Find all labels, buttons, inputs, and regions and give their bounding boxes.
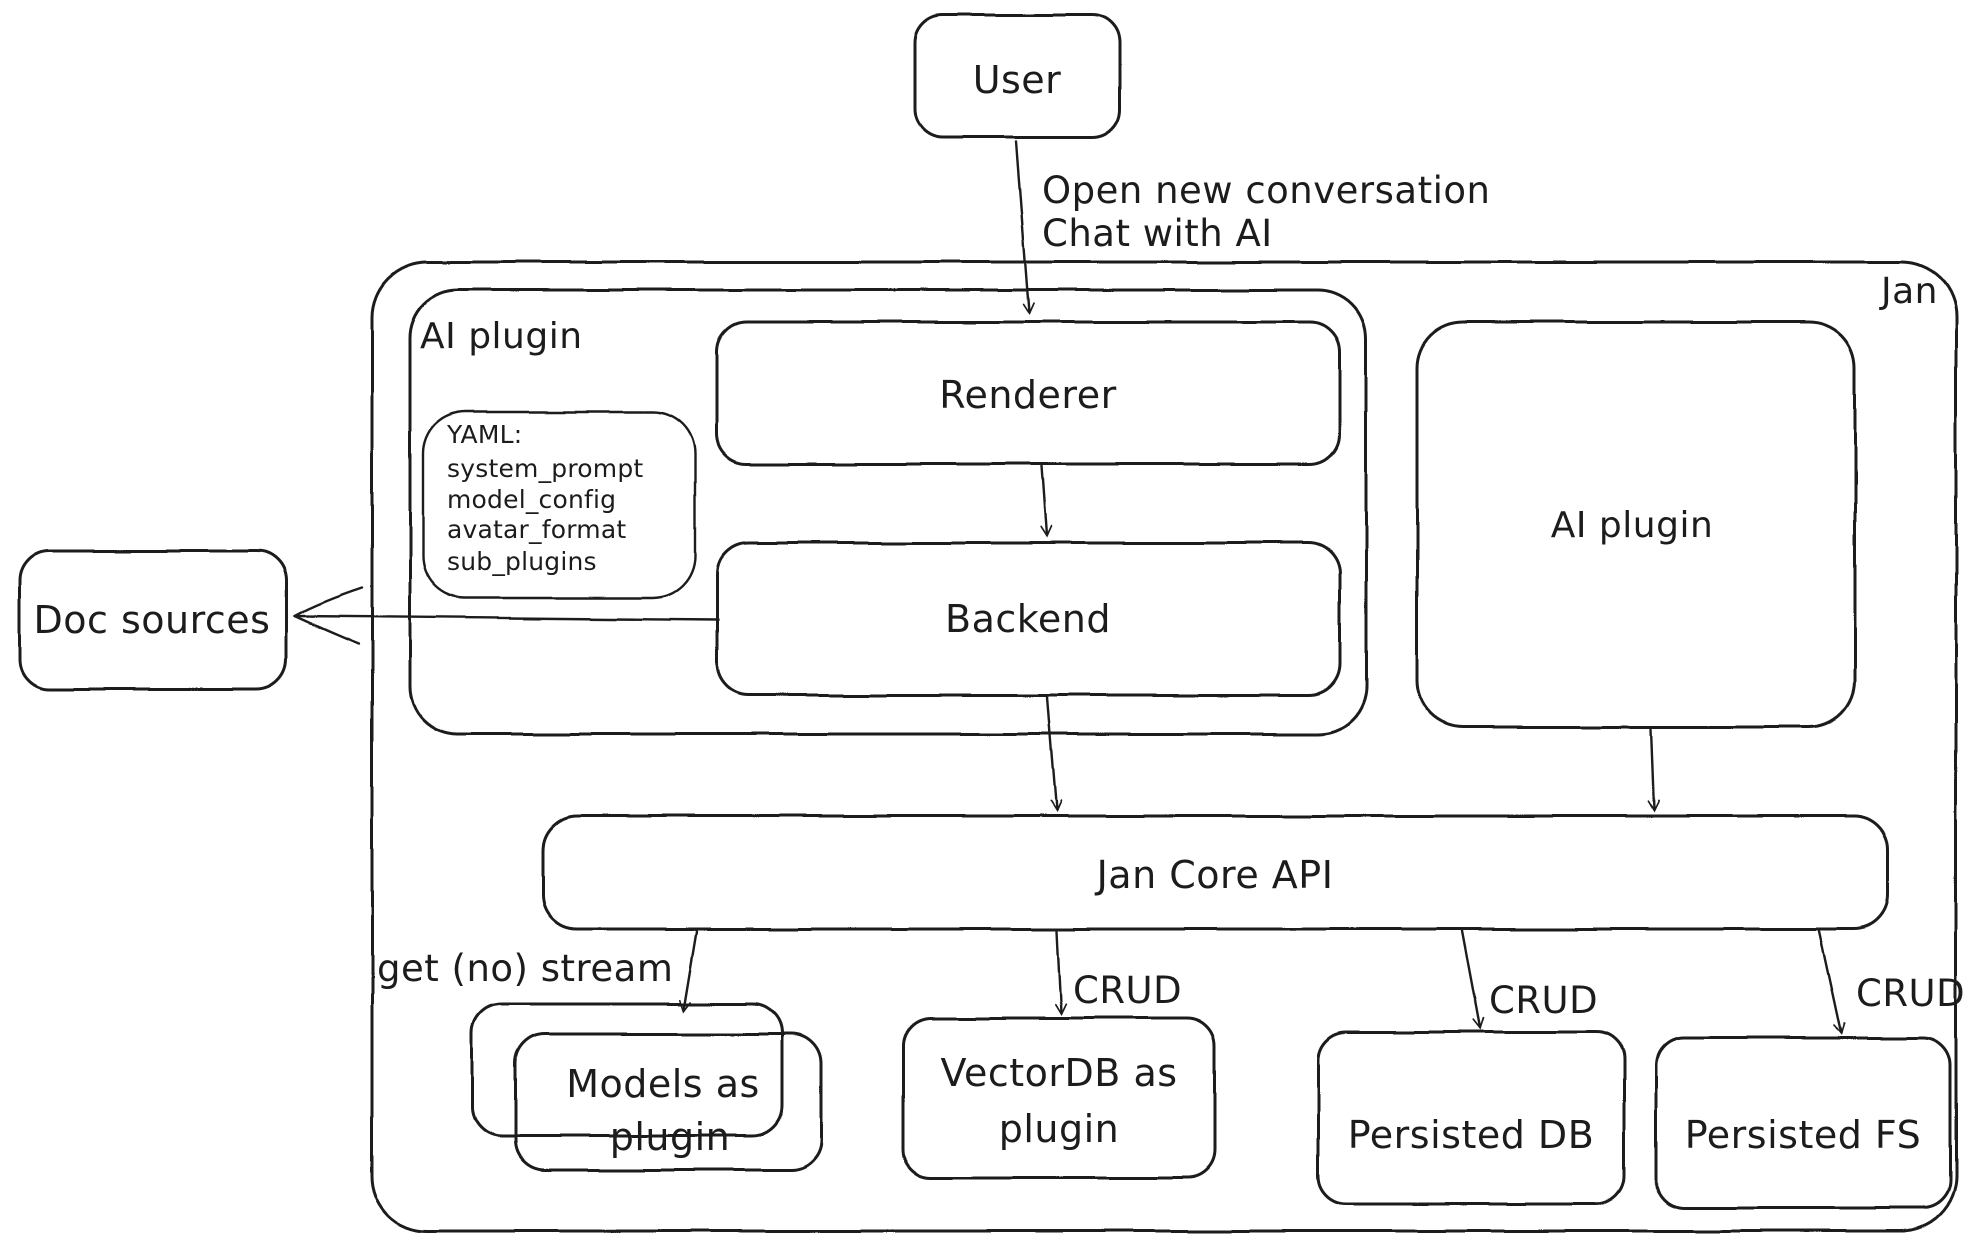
user-box-label: User bbox=[973, 58, 1062, 102]
vectordb-plugin-label: VectorDB as plugin bbox=[940, 1051, 1177, 1151]
svg-text:Models as: Models as bbox=[566, 1062, 760, 1106]
ai-plugin-right-label: AI plugin bbox=[1551, 505, 1714, 546]
yaml-line: sub_plugins bbox=[447, 547, 597, 576]
arrow-coreapi-to-vectordb bbox=[1054, 929, 1067, 1016]
yaml-line: model_config bbox=[447, 485, 616, 514]
edge-label-crud-persisted-fs: CRUD bbox=[1856, 972, 1965, 1015]
yaml-note-box bbox=[421, 410, 697, 600]
models-plugin-label: Models as plugin bbox=[566, 1062, 760, 1159]
arrow-user-to-renderer bbox=[1014, 139, 1035, 316]
edge-label-crud-persisted-db: CRUD bbox=[1489, 979, 1598, 1022]
svg-text:plugin: plugin bbox=[999, 1107, 1120, 1151]
jan-core-api-box bbox=[541, 814, 1890, 931]
persisted-fs-label: Persisted FS bbox=[1685, 1113, 1922, 1157]
jan-container bbox=[370, 260, 1958, 1233]
arrow-coreapi-to-persisted-db bbox=[1460, 929, 1485, 1031]
arrow-coreapi-to-models bbox=[679, 929, 699, 1013]
ai-plugin-container bbox=[408, 288, 1368, 736]
arrow-coreapi-to-persisted-fs bbox=[1817, 929, 1846, 1036]
edge-label-get-no-stream: get (no) stream bbox=[377, 947, 673, 990]
yaml-line: system_prompt bbox=[447, 454, 643, 483]
yaml-note-text: YAML: system_prompt model_config avatar_… bbox=[446, 420, 643, 576]
arrow-renderer-to-backend bbox=[1040, 464, 1053, 539]
arrow-backend-to-coreapi bbox=[1045, 695, 1062, 813]
jan-core-api-label: Jan Core API bbox=[1095, 853, 1334, 897]
edge-label-chat-with-ai: Chat with AI bbox=[1042, 212, 1273, 255]
models-plugin-box bbox=[513, 1032, 823, 1172]
renderer-box bbox=[715, 320, 1342, 466]
svg-text:VectorDB as: VectorDB as bbox=[940, 1051, 1177, 1095]
persisted-db-box bbox=[1316, 1030, 1626, 1206]
models-plugin-box-outer bbox=[470, 1002, 784, 1138]
ai-plugin-right-box bbox=[1415, 320, 1857, 729]
arrow-backend-to-doc-sources bbox=[292, 586, 720, 646]
vectordb-plugin-box bbox=[901, 1016, 1217, 1180]
backend-label: Backend bbox=[945, 597, 1111, 641]
persisted-fs-box bbox=[1654, 1036, 1952, 1210]
svg-text:plugin: plugin bbox=[610, 1115, 731, 1159]
renderer-label: Renderer bbox=[939, 373, 1116, 417]
ai-plugin-container-label: AI plugin bbox=[420, 316, 583, 357]
yaml-line: avatar_format bbox=[447, 515, 626, 544]
doc-sources-label: Doc sources bbox=[34, 598, 271, 642]
edge-label-open-conversation: Open new conversation bbox=[1042, 169, 1490, 212]
jan-container-label: Jan bbox=[1879, 271, 1938, 312]
user-box bbox=[913, 13, 1122, 139]
arrow-aiplugin-to-coreapi bbox=[1647, 727, 1660, 813]
doc-sources-box bbox=[18, 549, 288, 691]
yaml-line: YAML: bbox=[446, 420, 522, 449]
persisted-db-label: Persisted DB bbox=[1348, 1113, 1595, 1157]
edge-label-crud-vectordb: CRUD bbox=[1073, 969, 1182, 1012]
